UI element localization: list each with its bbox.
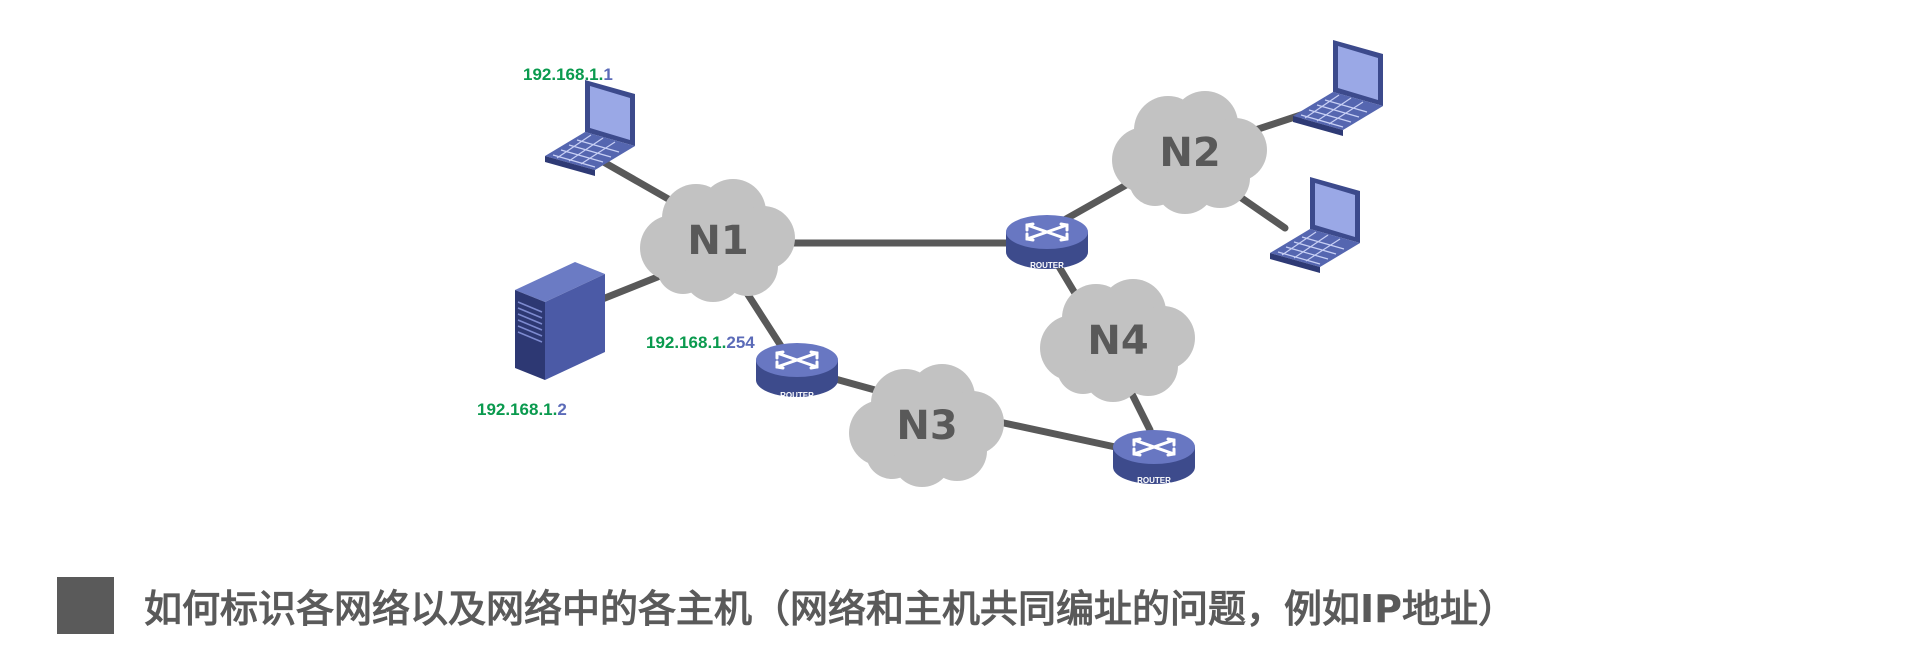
network-label-n2: N2 — [1159, 130, 1220, 176]
network-cloud-n2: N2 — [1112, 91, 1267, 214]
ip-network-part: 192.168.1. — [523, 65, 603, 84]
ip-host-part: 1 — [603, 65, 612, 84]
ip-label-laptop: 192.168.1.1 — [523, 65, 613, 84]
ip-label-server: 192.168.1.2 — [477, 400, 567, 419]
caption: 如何标识各网络以及网络中的各主机（网络和主机共同编址的问题，例如IP地址） — [57, 574, 1516, 636]
caption-text: 如何标识各网络以及网络中的各主机（网络和主机共同编址的问题，例如IP地址） — [144, 586, 1516, 631]
router-label: ROUTER — [780, 391, 814, 400]
server-icon — [515, 262, 605, 380]
network-cloud-n1: N1 — [640, 179, 795, 302]
ip-label-router: 192.168.1.254 — [646, 333, 755, 352]
ip-network-part: 192.168.1. — [646, 333, 726, 352]
router-icon: ROUTER — [1004, 213, 1090, 271]
network-label-n4: N4 — [1087, 318, 1148, 364]
router-icon: ROUTER — [1111, 428, 1197, 486]
network-cloud-n3: N3 — [849, 364, 1004, 487]
ip-network-part: 192.168.1. — [477, 400, 557, 419]
router-icon: ROUTER — [754, 341, 840, 400]
laptop-icon — [1292, 39, 1384, 137]
ip-host-part: 254 — [726, 333, 755, 352]
network-cloud-n4: N4 — [1040, 279, 1195, 402]
network-label-n3: N3 — [896, 403, 957, 449]
ip-host-part: 2 — [557, 400, 566, 419]
link-laptop-n1 — [596, 156, 674, 204]
laptop-icon — [544, 79, 636, 177]
bullet-square — [57, 576, 114, 634]
router-label: ROUTER — [1030, 261, 1064, 270]
router-label: ROUTER — [1137, 476, 1171, 485]
link-n3-router3 — [986, 416, 1124, 452]
network-label-n1: N1 — [687, 218, 748, 264]
